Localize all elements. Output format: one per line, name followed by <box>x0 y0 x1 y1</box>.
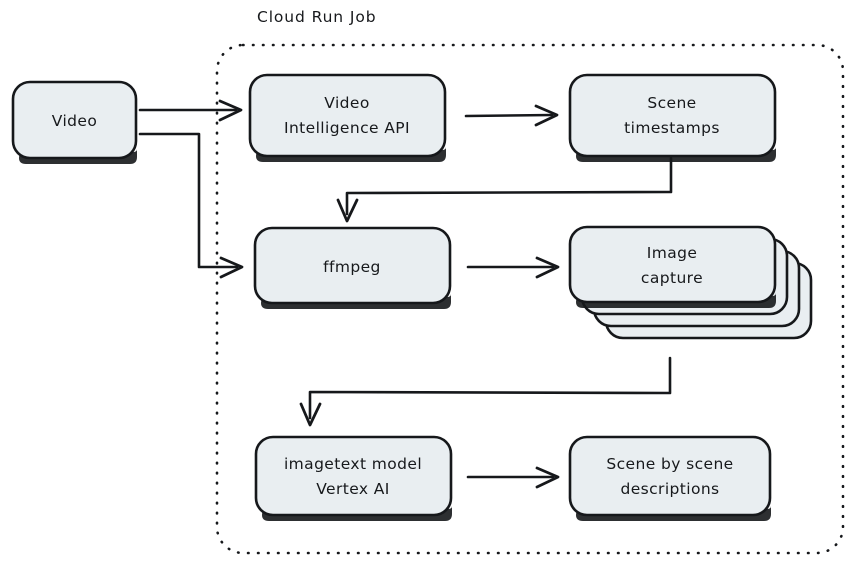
node-video[interactable]: Video <box>11 80 138 164</box>
node-image-capture-stack-1 <box>568 225 777 304</box>
node-video-intelligence-api-line-1: Video <box>324 94 369 112</box>
node-ffmpeg-shape <box>253 226 452 305</box>
node-scene-timestamps[interactable]: Scene timestamps <box>568 73 777 162</box>
edge-scene-timestamps-to-ffmpeg <box>336 156 673 223</box>
node-scene-timestamps-line-2: timestamps <box>624 119 720 137</box>
node-ffmpeg-line-1: ffmpeg <box>323 258 381 276</box>
group-title: Cloud Run Job <box>257 8 376 26</box>
node-video-line-1: Video <box>52 112 97 130</box>
node-video-intelligence-api-shape <box>248 73 447 158</box>
node-scene-timestamps-shape <box>568 73 777 158</box>
edge-ffmpeg-to-image-capture <box>466 256 560 279</box>
node-video-intelligence-api-line-2: Intelligence API <box>284 119 410 137</box>
node-scene-timestamps-line-1: Scene <box>647 94 696 112</box>
node-scene-by-scene-descriptions-line-1: Scene by scene <box>606 455 733 473</box>
node-scene-by-scene-descriptions-shape <box>568 435 772 517</box>
edge-imagetext-model-to-scene-descriptions <box>466 466 560 489</box>
node-ffmpeg[interactable]: ffmpeg <box>253 226 452 309</box>
node-video-shape <box>11 80 138 160</box>
node-image-capture[interactable]: Image capture <box>568 225 813 340</box>
node-video-intelligence-api[interactable]: Video Intelligence API <box>248 73 447 162</box>
edge-video-to-video-intelligence-api <box>138 99 243 122</box>
node-image-capture-line-1: Image <box>647 244 698 262</box>
node-scene-by-scene-descriptions-line-2: descriptions <box>620 480 719 498</box>
node-imagetext-model-vertex-ai-shape <box>254 435 453 517</box>
node-imagetext-model-vertex-ai-line-2: Vertex AI <box>316 480 390 498</box>
edge-video-to-ffmpeg <box>138 132 244 279</box>
edge-image-capture-to-imagetext-model <box>299 356 672 427</box>
cloud-run-job-group: Cloud Run Job <box>215 8 845 555</box>
node-imagetext-model-vertex-ai-line-1: imagetext model <box>284 455 422 473</box>
node-scene-by-scene-descriptions[interactable]: Scene by scene descriptions <box>568 435 772 521</box>
node-imagetext-model-vertex-ai[interactable]: imagetext model Vertex AI <box>254 435 453 521</box>
edges-layer <box>138 99 673 489</box>
edge-video-intelligence-api-to-scene-timestamps <box>464 104 559 127</box>
node-image-capture-line-2: capture <box>641 269 703 287</box>
